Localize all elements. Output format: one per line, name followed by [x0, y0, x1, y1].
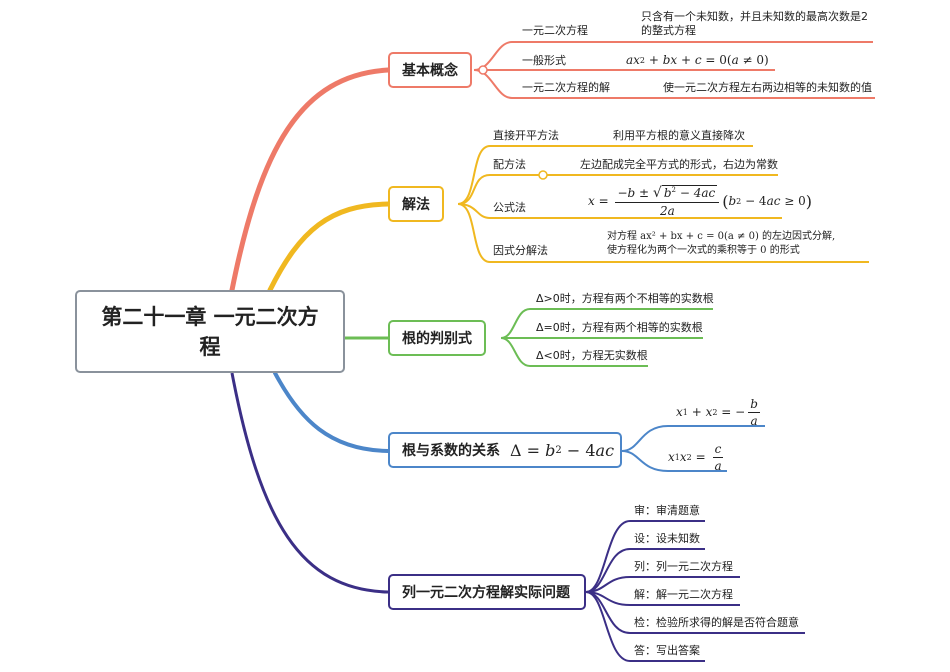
- disc-item-zero: Δ=0时，方程有两个相等的实数根: [536, 321, 703, 334]
- solve-item-formula: 公式法: [493, 201, 526, 214]
- branch-word-label: 列一元二次方程解实际问题: [402, 585, 570, 601]
- basic-item-solution-desc: 使一元二次方程左右两边相等的未知数的值: [663, 81, 872, 94]
- solve-item-square-root: 直接开平方法: [493, 129, 559, 142]
- word-step-list: 列：列一元二次方程: [634, 560, 733, 573]
- basic-item-solution: 一元二次方程的解: [522, 81, 610, 94]
- branch-discriminant[interactable]: 根的判别式: [388, 320, 486, 356]
- solve-item-square-root-desc: 利用平方根的意义直接降次: [613, 129, 745, 142]
- disc-item-positive: Δ>0时，方程有两个不相等的实数根: [536, 292, 714, 305]
- word-step-answer: 答：写出答案: [634, 644, 700, 657]
- branch-relation-label: 根与系数的关系: [402, 443, 500, 459]
- root-topic[interactable]: 第二十一章 一元二次方程: [75, 290, 345, 373]
- branch-basic-label: 基本概念: [402, 63, 458, 79]
- basic-item-general-form: 一般形式: [522, 54, 566, 67]
- factoring-desc-line1: 对方程 ax² + bx + c = 0(a ≠ 0) 的左边因式分解,: [607, 231, 836, 242]
- branch-solve-label: 解法: [402, 197, 430, 213]
- connector-relation: [273, 371, 390, 453]
- connector-basic: [229, 67, 391, 293]
- basic-item-equation-desc: 只含有一个未知数，并且未知数的最高次数是2的整式方程: [641, 10, 868, 37]
- word-step-check: 检：检验所求得的解是否符合题意: [634, 616, 799, 629]
- solve-item-completing-square: 配方法: [493, 158, 526, 171]
- branch-word-problems[interactable]: 列一元二次方程解实际问题: [388, 574, 586, 610]
- branch-disc-label: 根的判别式: [402, 331, 472, 347]
- word-step-solve: 解：解一元二次方程: [634, 588, 733, 601]
- disc-item-negative: Δ<0时，方程无实数根: [536, 349, 648, 362]
- branch-basic-concepts[interactable]: 基本概念: [388, 52, 472, 88]
- solve-item-factoring-desc: 对方程 ax² + bx + c = 0(a ≠ 0) 的左边因式分解, 使方程…: [607, 230, 835, 258]
- branch-solving-methods[interactable]: 解法: [388, 186, 444, 222]
- connector-solve: [267, 201, 391, 293]
- root-title: 第二十一章 一元二次方程: [101, 304, 319, 359]
- solve-item-completing-square-desc: 左边配成完全平方式的形式，右边为常数: [580, 158, 778, 171]
- basic-item-equation: 一元二次方程: [522, 24, 588, 37]
- word-step-review: 审：审清题意: [634, 504, 700, 517]
- connector-word: [230, 372, 389, 594]
- factoring-desc-line2: 使方程化为两个一次式的乘积等于 0 的形式: [607, 245, 800, 256]
- word-step-set: 设：设未知数: [634, 532, 700, 545]
- solve-item-factoring: 因式分解法: [493, 244, 548, 257]
